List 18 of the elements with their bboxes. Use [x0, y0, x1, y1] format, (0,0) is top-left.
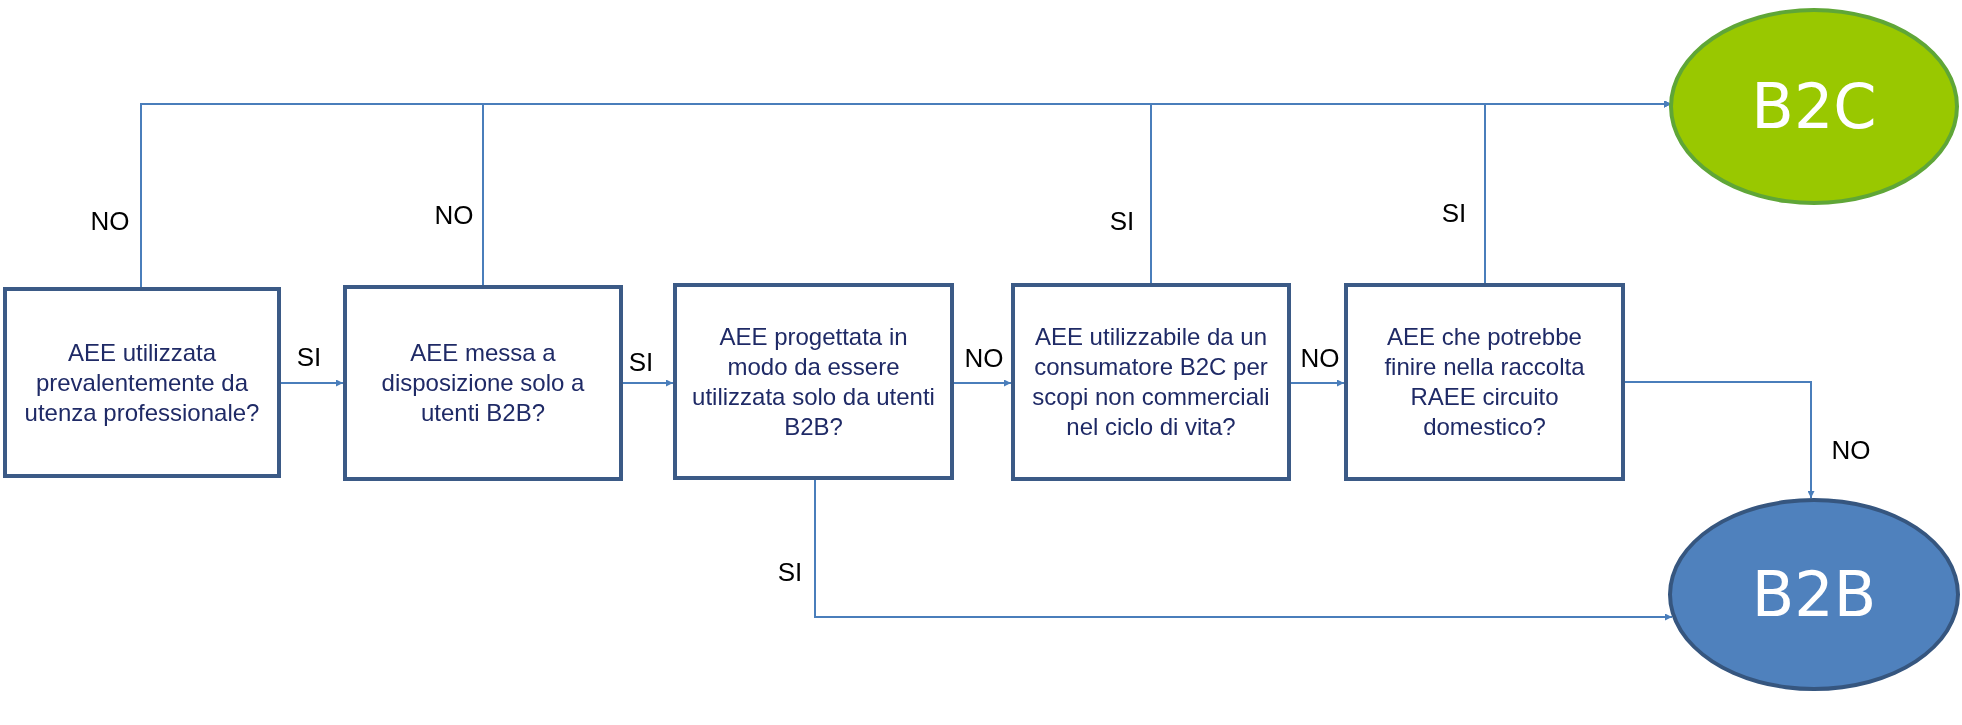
decision-box — [1344, 283, 1625, 481]
arrow — [280, 379, 344, 387]
question-text: AEE messa a disposizione solo a utenti B2B? — [380, 338, 586, 428]
arrow — [953, 379, 1012, 387]
question-text: AEE utilizzata prevalentemente da utenza professionale? — [23, 337, 261, 428]
category-label: B2C — [1751, 71, 1877, 142]
arrow — [1290, 379, 1345, 387]
decision-box — [1011, 283, 1291, 481]
decision-box — [3, 287, 281, 478]
arrow — [1624, 381, 1815, 499]
decision-box — [343, 285, 623, 481]
question-text: AEE progettata in modo da essere utilizzata solo da utenti B2B? — [691, 321, 936, 442]
decision-box — [673, 283, 954, 480]
question-text: AEE utilizzabile da un consumatore B2C per scopi non commerciali nel ciclo di vita? — [1031, 322, 1271, 442]
arrow — [814, 479, 1673, 621]
category-label: B2B — [1751, 559, 1877, 630]
arrow — [622, 379, 674, 387]
question-text: AEE che potrebbe finire nella raccolta RAEE circuito domestico? — [1383, 322, 1586, 442]
